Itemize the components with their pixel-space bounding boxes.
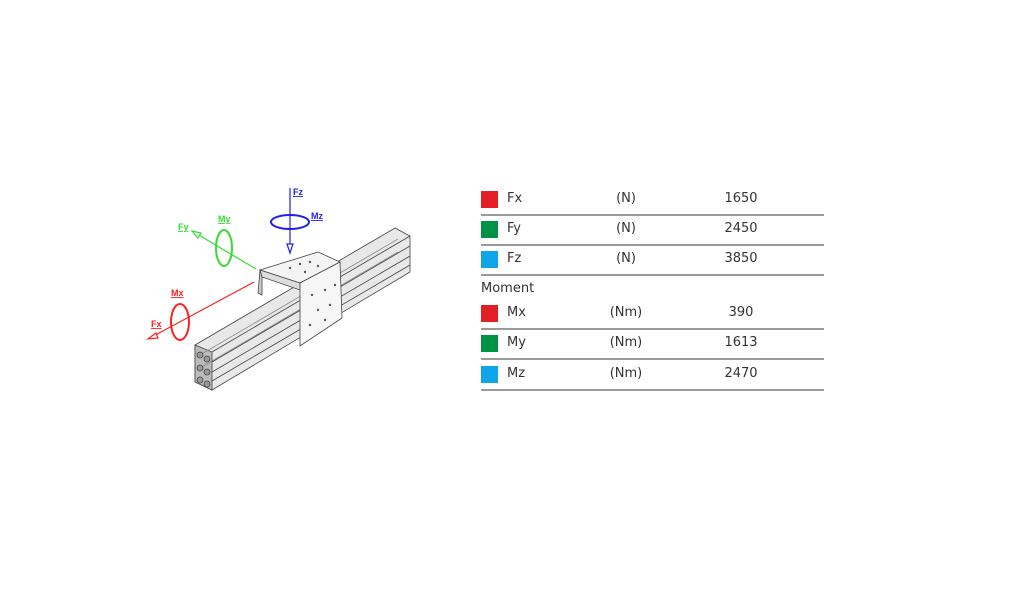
fy-my-arrows — [190, 229, 257, 270]
row-unit: (Nm) — [609, 305, 643, 320]
row-unit: (Nm) — [609, 366, 643, 381]
blue-swatch — [481, 251, 498, 268]
blue-swatch — [481, 366, 498, 383]
row-value: 1613 — [724, 335, 758, 350]
row-unit: (N) — [616, 251, 636, 266]
table-row-my: My (Nm) 1613 — [481, 330, 824, 360]
row-unit: (Nm) — [609, 335, 643, 350]
fz-mz-arrows — [270, 188, 310, 255]
row-label: Mx — [507, 305, 526, 320]
carriage-plate — [257, 251, 343, 347]
row-value: 3850 — [724, 251, 758, 266]
label-fx: Fx — [151, 319, 162, 329]
green-swatch — [481, 221, 498, 238]
table-row-fy: Fy (N) 2450 — [481, 216, 824, 246]
row-label: My — [507, 335, 526, 350]
label-my: My — [218, 214, 231, 224]
row-value: 2470 — [724, 366, 758, 381]
row-value: 390 — [728, 305, 754, 320]
moment-heading: Moment — [481, 281, 535, 296]
row-label: Fz — [507, 251, 522, 266]
row-value: 2450 — [724, 221, 758, 236]
row-label: Fy — [507, 221, 521, 236]
table-row-mz: Mz (Nm) 2470 — [481, 361, 824, 391]
label-fy: Fy — [178, 222, 189, 232]
fx-mx-arrows — [145, 281, 255, 341]
row-unit: (N) — [616, 191, 636, 206]
label-fz: Fz — [293, 187, 303, 197]
green-swatch — [481, 335, 498, 352]
table-row-fx: Fx (N) 1650 — [481, 186, 824, 216]
row-value: 1650 — [724, 191, 758, 206]
row-label: Fx — [507, 191, 523, 206]
row-label: Mz — [507, 366, 526, 381]
table-row-mx: Mx (Nm) 390 — [481, 300, 824, 330]
label-mz: Mz — [311, 211, 323, 221]
label-mx: Mx — [171, 288, 184, 298]
red-swatch — [481, 305, 498, 322]
row-unit: (N) — [616, 221, 636, 236]
red-swatch — [481, 191, 498, 208]
table-row-fz: Fz (N) 3850 — [481, 246, 824, 276]
